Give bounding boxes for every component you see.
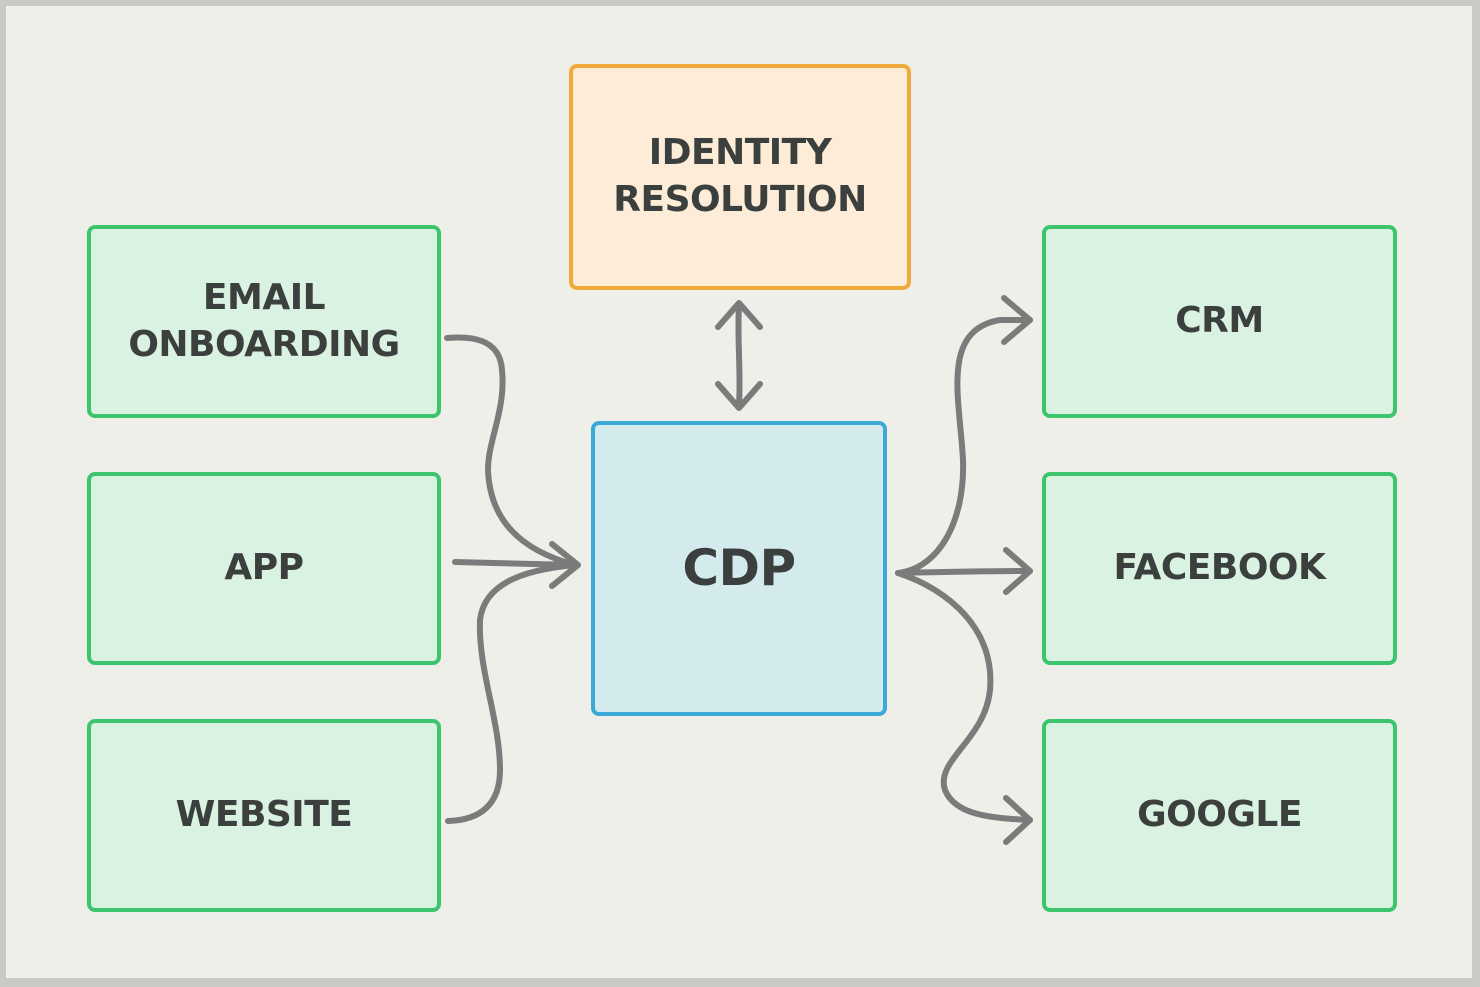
arrowhead-cdp-in [549, 541, 581, 589]
cdp-label: CDP [682, 539, 796, 597]
arrowhead-crm [1001, 295, 1033, 345]
website-node[interactable]: WEBSITE [87, 719, 441, 912]
email-onboarding-node[interactable]: EMAIL ONBOARDING [87, 225, 441, 418]
arrowhead-google [1003, 795, 1033, 845]
arrowhead-facebook [1003, 547, 1033, 595]
app-label: APP [224, 547, 304, 589]
edge-website-cdp [445, 562, 578, 824]
identity-resolution-label: IDENTITY RESOLUTION [613, 132, 867, 220]
edge-cdp-facebook [895, 568, 1033, 576]
email-onboarding-label: EMAIL ONBOARDING [128, 276, 400, 365]
edge-identity-cdp [735, 302, 743, 408]
edge-cdp-crm [895, 317, 1033, 576]
app-node[interactable]: APP [87, 472, 441, 665]
google-node[interactable]: GOOGLE [1042, 719, 1397, 912]
arrowhead-cdp-up-from-identity [715, 381, 763, 411]
crm-label: CRM [1175, 300, 1264, 342]
crm-node[interactable]: CRM [1042, 225, 1397, 418]
cdp-node[interactable]: CDP [591, 421, 887, 716]
google-label: GOOGLE [1137, 794, 1302, 836]
edge-email-cdp [444, 334, 578, 568]
website-label: WEBSITE [175, 794, 353, 836]
identity-resolution-node[interactable]: IDENTITY RESOLUTION [569, 64, 911, 290]
arrowhead-identity-up [715, 300, 763, 330]
facebook-node[interactable]: FACEBOOK [1042, 472, 1397, 665]
facebook-label: FACEBOOK [1113, 547, 1326, 589]
edge-cdp-google [895, 570, 1033, 823]
